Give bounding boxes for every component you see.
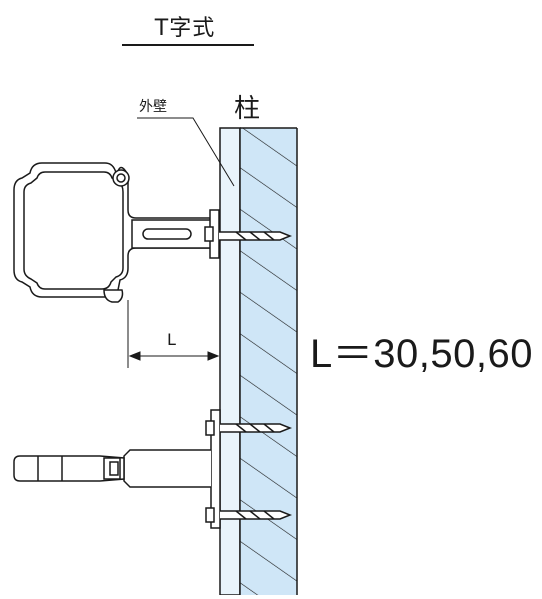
outer-wall [219,127,241,596]
outer-wall-label: 外壁 [139,99,167,115]
wall-leader-line [137,117,235,187]
pillar-label: 柱 [234,94,261,124]
side-bracket [13,409,293,529]
length-spec-label: L＝30,50,60 [310,332,533,376]
dimension-line [127,300,220,368]
top-bracket [13,162,293,303]
title-underline [122,44,254,46]
dimension-label: L [167,330,176,349]
page-title: T字式 [154,16,216,41]
pillar [239,127,298,595]
